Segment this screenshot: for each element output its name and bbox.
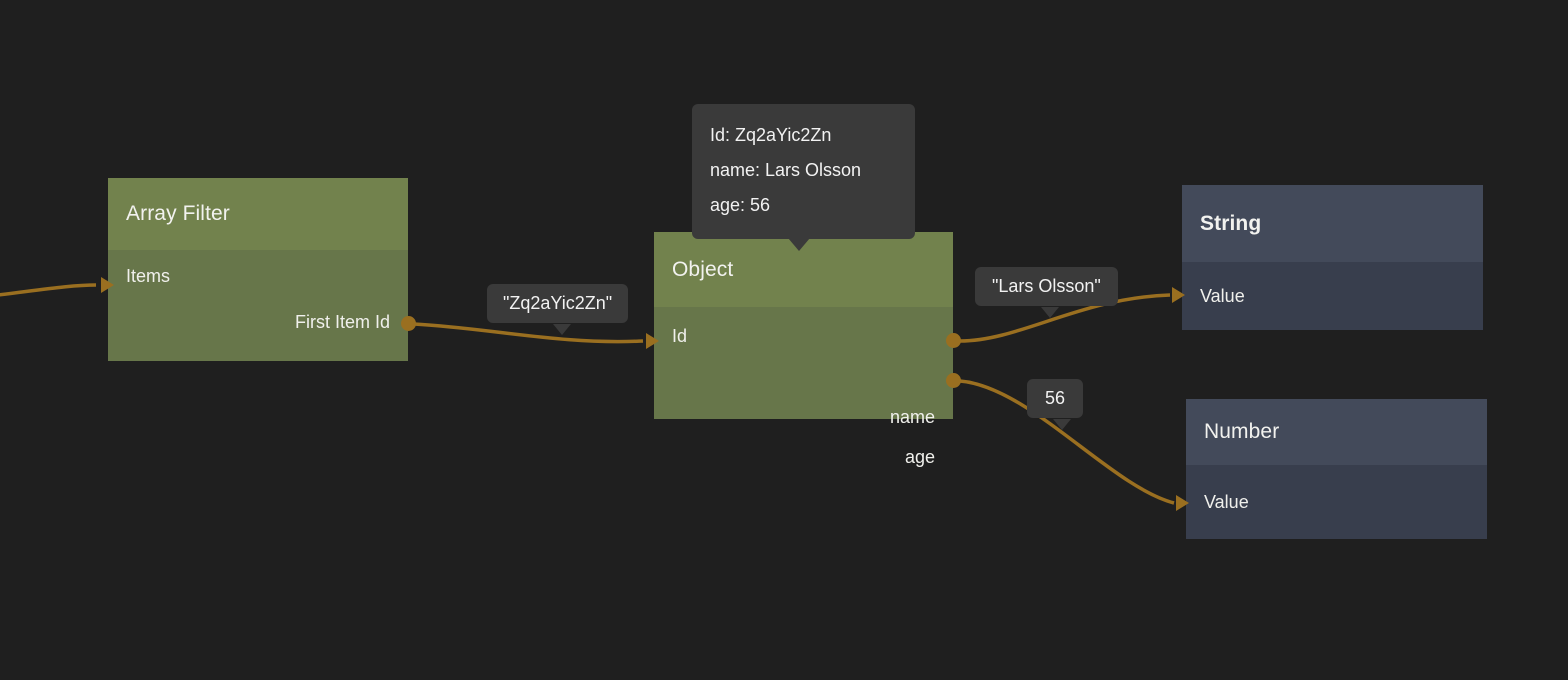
input-port-string-value[interactable] bbox=[1172, 287, 1185, 303]
output-port-name[interactable] bbox=[946, 333, 961, 348]
input-port-number-value[interactable] bbox=[1176, 495, 1189, 511]
port-row-name[interactable]: name bbox=[890, 397, 935, 437]
tooltip-line-id: Id: Zq2aYic2Zn bbox=[710, 125, 832, 145]
node-string[interactable]: String Value bbox=[1172, 185, 1483, 330]
port-label-items: Items bbox=[126, 265, 171, 286]
port-row-id[interactable]: Id bbox=[672, 307, 935, 365]
node-object-body: Id name age bbox=[654, 307, 953, 467]
edge-label-age-text: 56 bbox=[1045, 388, 1066, 408]
edge-label-first-item-id-tail bbox=[553, 324, 571, 335]
node-array-filter-title: Array Filter bbox=[108, 178, 408, 250]
input-port-items[interactable] bbox=[101, 277, 114, 293]
edge-label-age-tail bbox=[1053, 419, 1071, 430]
node-number-title: Number bbox=[1186, 399, 1487, 465]
port-row-first-item-id[interactable]: First Item Id bbox=[126, 302, 390, 342]
node-array-filter[interactable]: Array Filter Items First Item Id bbox=[101, 178, 416, 361]
port-row-age[interactable]: age bbox=[890, 437, 935, 477]
edge-first-item-id-to-object-id bbox=[413, 322, 644, 344]
node-number-body: Value bbox=[1186, 465, 1487, 539]
tooltip-line-age: age: 56 bbox=[710, 195, 771, 215]
port-label-id: Id bbox=[672, 325, 688, 346]
tooltip-line-name: name: Lars Olsson bbox=[710, 160, 862, 180]
edge-label-name: "Lars Olsson" bbox=[975, 267, 1118, 318]
edge-label-first-item-id: "Zq2aYic2Zn" bbox=[487, 284, 629, 335]
port-label-string-value: Value bbox=[1200, 285, 1245, 306]
node-number[interactable]: Number Value bbox=[1176, 399, 1487, 539]
tooltip-tail bbox=[788, 238, 810, 251]
node-object[interactable]: Object Id name age bbox=[646, 232, 961, 467]
edge-label-first-item-id-text: "Zq2aYic2Zn" bbox=[503, 293, 613, 313]
edge-label-name-text: "Lars Olsson" bbox=[992, 276, 1101, 296]
object-preview-tooltip: Id: Zq2aYic2Zn name: Lars Olsson age: 56 bbox=[692, 104, 915, 251]
port-label-age: age bbox=[904, 446, 935, 467]
node-string-body: Value bbox=[1182, 262, 1483, 330]
port-label-first-item-id: First Item Id bbox=[294, 311, 390, 332]
port-label-name: name bbox=[889, 406, 935, 427]
port-row-number-value[interactable]: Value bbox=[1204, 465, 1469, 539]
node-string-title: String bbox=[1182, 185, 1483, 262]
object-output-stack: name age bbox=[890, 397, 935, 477]
edge-incoming-items bbox=[0, 283, 97, 297]
output-port-first-item-id[interactable] bbox=[401, 316, 416, 331]
output-port-age[interactable] bbox=[946, 373, 961, 388]
edge-label-name-tail bbox=[1041, 307, 1059, 318]
input-port-id[interactable] bbox=[646, 333, 659, 349]
port-label-number-value: Value bbox=[1204, 491, 1249, 512]
port-row-items[interactable]: Items bbox=[126, 250, 390, 302]
edge-label-age: 56 bbox=[1027, 379, 1084, 430]
port-row-string-value[interactable]: Value bbox=[1200, 262, 1465, 330]
node-array-filter-body: Items First Item Id bbox=[108, 250, 408, 361]
